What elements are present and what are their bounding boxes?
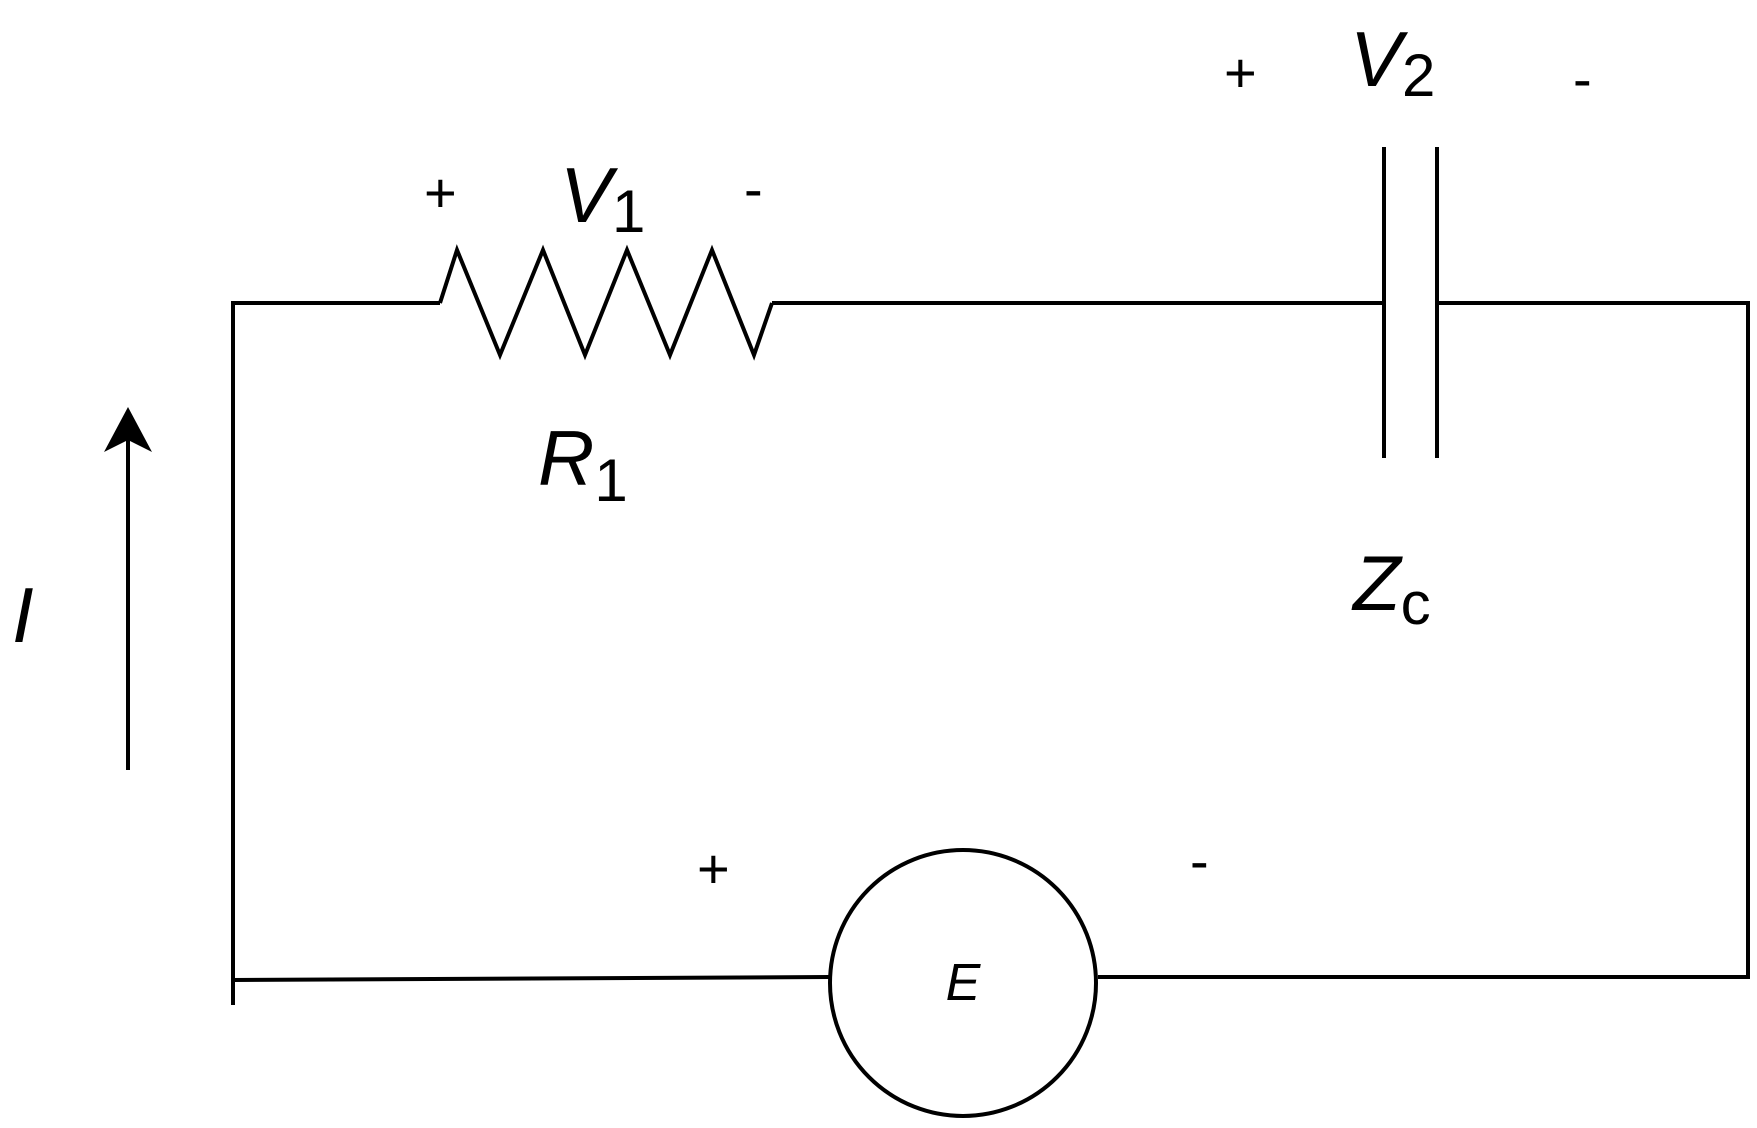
wire-top-left <box>231 301 440 1005</box>
capacitor-name-label: Zc <box>1351 539 1431 637</box>
capacitor-minus-sign: - <box>1573 47 1592 110</box>
source-label: E <box>946 954 982 1012</box>
capacitor-voltage-label: V2 <box>1350 15 1435 109</box>
resistor-plus-sign: + <box>424 161 457 224</box>
source-plus-sign: + <box>697 837 730 900</box>
resistor-voltage-label: V1 <box>560 151 645 245</box>
voltage-source-e <box>828 848 1098 1118</box>
resistor-r1 <box>438 244 774 361</box>
current-arrow-head-icon <box>104 407 152 452</box>
source-minus-sign: - <box>1190 829 1209 892</box>
current-label: I <box>12 571 34 659</box>
resistor-name-label: R1 <box>538 414 628 514</box>
wire-top-right <box>1098 301 1750 979</box>
capacitor-plus-sign: + <box>1224 41 1257 104</box>
wire-bottom-left <box>232 975 830 982</box>
resistor-minus-sign: - <box>744 157 763 220</box>
